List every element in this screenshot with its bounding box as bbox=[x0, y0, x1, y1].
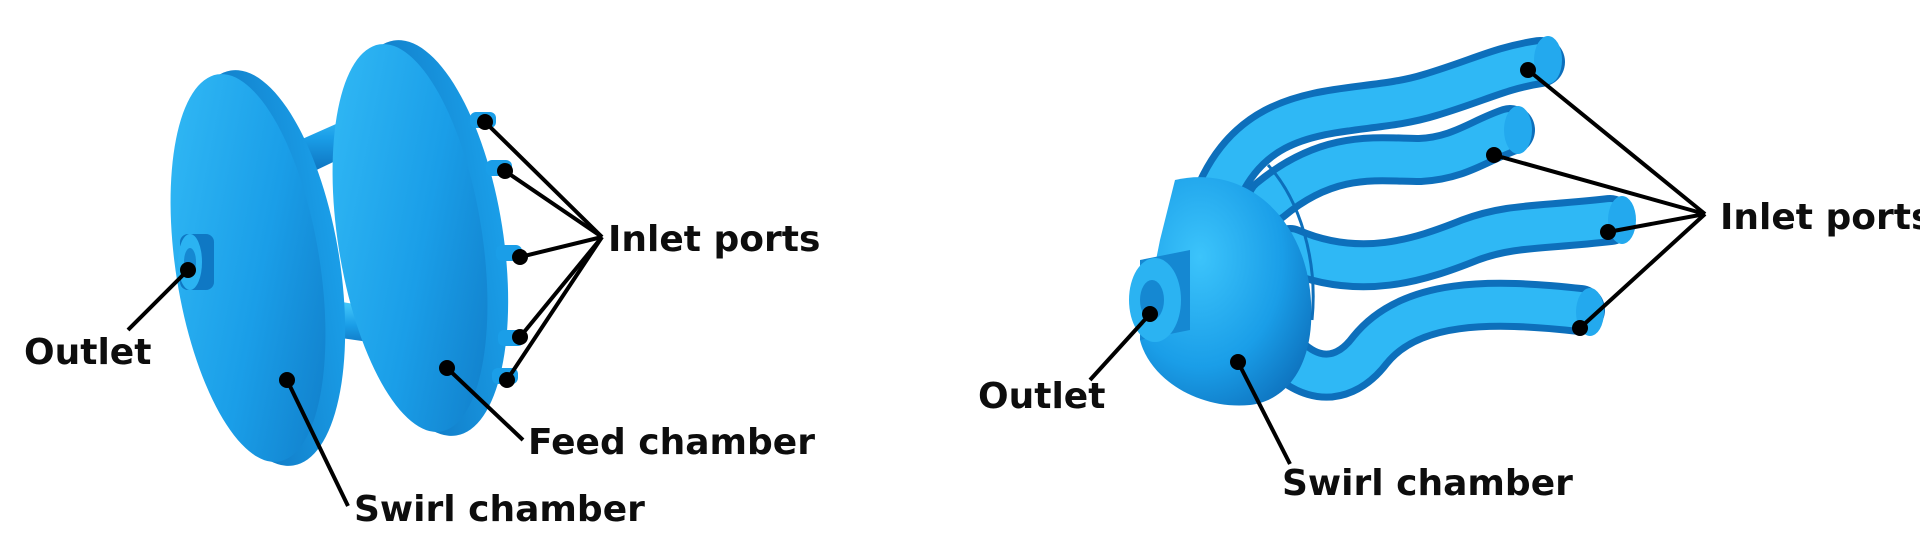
left-leader-lines bbox=[126, 120, 604, 507]
left-leader-dots bbox=[180, 114, 528, 388]
swirl-chamber-cone bbox=[1140, 163, 1315, 406]
right-leader-lines bbox=[1088, 68, 1707, 465]
right-nozzle-model: Inlet ports Outlet Swirl chamber bbox=[978, 36, 1920, 504]
tube-end-2 bbox=[1504, 106, 1532, 154]
right-outlet-label: Outlet bbox=[978, 376, 1105, 417]
left-nozzle-model: Inlet ports Outlet Feed chamber Swirl ch… bbox=[24, 40, 820, 530]
left-outlet-label: Outlet bbox=[24, 332, 151, 373]
swirl-chamber-disc bbox=[170, 70, 346, 466]
left-outlet-stub bbox=[178, 234, 214, 290]
left-feed-chamber-label: Feed chamber bbox=[528, 422, 815, 463]
right-leader-dots bbox=[1142, 62, 1616, 370]
right-inlet-ports-label: Inlet ports bbox=[1720, 197, 1920, 238]
right-swirl-chamber-label: Swirl chamber bbox=[1282, 463, 1573, 504]
left-inlet-ports-label: Inlet ports bbox=[608, 219, 820, 260]
left-swirl-chamber-label: Swirl chamber bbox=[354, 489, 645, 530]
feed-chamber-disc bbox=[332, 40, 524, 436]
tube-end-1 bbox=[1534, 36, 1562, 84]
